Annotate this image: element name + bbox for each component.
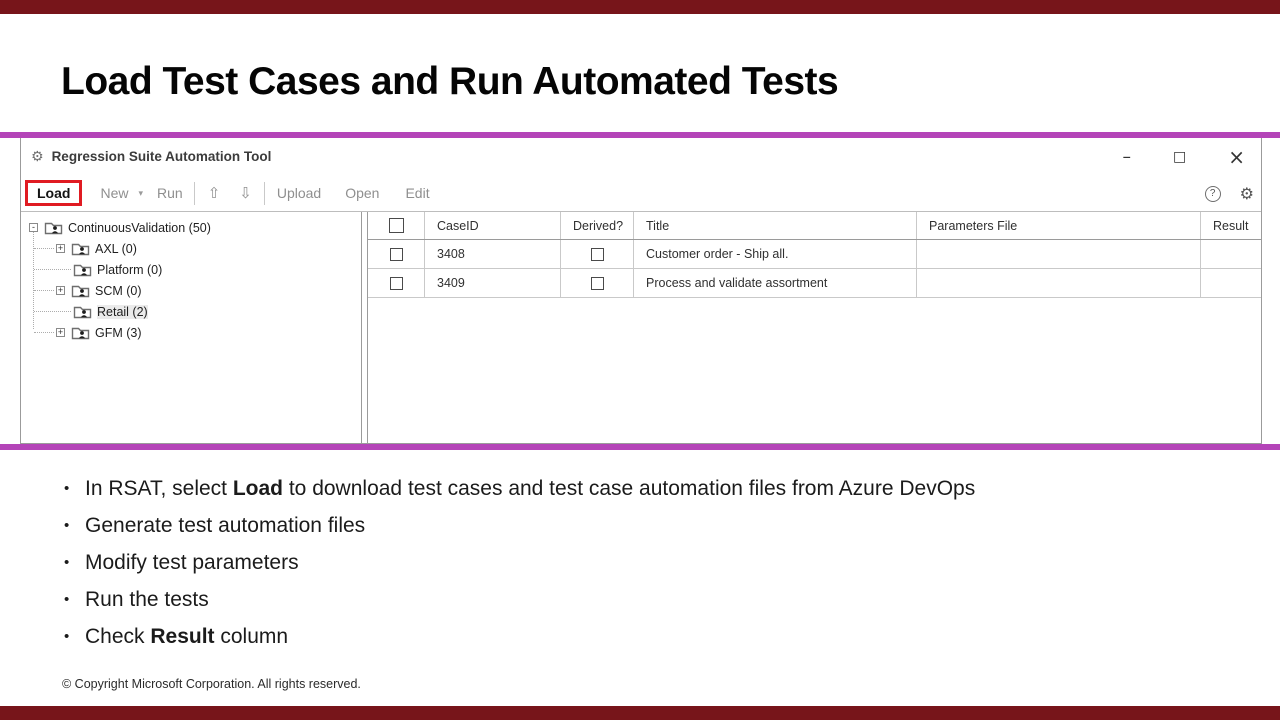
load-button[interactable]: Load — [37, 185, 71, 201]
top-accent-bar — [0, 0, 1280, 14]
minimize-button[interactable]: – — [1122, 146, 1132, 167]
bottom-accent-bar — [0, 706, 1280, 720]
grid-rows: 3408 Customer order - Ship all. 3409 Proces… — [368, 240, 1261, 298]
column-header[interactable]: CaseID — [425, 212, 561, 239]
result-cell — [1201, 269, 1261, 297]
bullet-item: Modify test parameters — [62, 551, 975, 588]
test-suite-folder-icon — [73, 306, 92, 319]
result-cell — [1201, 240, 1261, 268]
run-button[interactable]: Run — [157, 185, 183, 201]
parameters-file-cell — [917, 240, 1201, 268]
maximize-button[interactable]: □ — [1173, 148, 1187, 165]
new-button[interactable]: New — [100, 185, 129, 201]
window-title: Regression Suite Automation Tool — [51, 149, 272, 164]
toolbar: Load New ▾ Run ⇧ ⇩ Upload Open Edit ? ⚙ — [21, 175, 1261, 212]
checkbox-cell — [561, 269, 634, 297]
tree-item-label: GFM (3) — [95, 325, 142, 340]
page-title: Load Test Cases and Run Automated Tests — [61, 60, 839, 103]
tree-item-label: ContinuousValidation (50) — [68, 220, 211, 235]
upload-button[interactable]: Upload — [276, 185, 322, 201]
column-header[interactable]: Result — [1213, 218, 1249, 233]
row-select-checkbox[interactable] — [389, 276, 403, 290]
tree-item[interactable]: + SCM (0) — [21, 280, 361, 301]
settings-gear-icon[interactable]: ⚙ — [1239, 184, 1254, 203]
rsat-screenshot: ⚙ Regression Suite Automation Tool – □ ×… — [0, 132, 1280, 450]
help-icon[interactable]: ? — [1204, 185, 1221, 202]
test-suite-folder-icon — [71, 327, 90, 340]
tree-connector-line — [33, 229, 34, 329]
caseid-cell: 3408 — [425, 240, 561, 268]
move-up-button[interactable]: ⇧ — [207, 184, 221, 202]
suite-tree-panel: -ContinuousValidation (50)+AXL (0)Platfo… — [21, 212, 362, 443]
tree-item[interactable]: Retail (2) — [21, 301, 361, 322]
tree-item[interactable]: - ContinuousValidation (50) — [21, 217, 361, 238]
table-row[interactable]: 3408 Customer order - Ship all. — [368, 240, 1261, 269]
screenshot-top-border — [0, 132, 1280, 138]
bullet-list: In RSAT, select Load to download test ca… — [62, 477, 975, 662]
tree-item-label: AXL (0) — [95, 241, 137, 256]
move-down-button[interactable]: ⇩ — [239, 184, 252, 202]
tree-item-label: SCM (0) — [95, 283, 142, 298]
bullet-text: In RSAT, select — [85, 477, 233, 500]
tree-item[interactable]: Platform (0) — [21, 259, 361, 280]
bullet-text: Generate test automation files — [85, 514, 366, 537]
title-cell: Customer order - Ship all. — [634, 240, 917, 268]
bullet-text-bold: Result — [150, 625, 215, 648]
column-header[interactable]: Derived? — [561, 212, 634, 239]
parameters-file-cell — [917, 269, 1201, 297]
checkbox-cell — [368, 269, 425, 297]
bullet-item: Generate test automation files — [62, 514, 975, 551]
bullet-item: Run the tests — [62, 588, 975, 625]
toolbar-separator — [193, 181, 195, 205]
collapse-expander-icon[interactable]: - — [29, 223, 38, 232]
expand-expander-icon[interactable]: + — [56, 285, 65, 295]
derived-checkbox[interactable] — [590, 247, 604, 261]
screenshot-bottom-border — [0, 444, 1280, 450]
column-header[interactable]: Title — [634, 212, 917, 239]
column-header[interactable]: Parameters File — [917, 212, 1201, 239]
row-select-checkbox[interactable] — [389, 247, 403, 261]
select-all-checkbox[interactable] — [388, 218, 404, 233]
test-suite-folder-icon — [73, 264, 92, 277]
copyright-footer: © Copyright Microsoft Corporation. All r… — [62, 677, 361, 691]
tree-item-label: Retail (2) — [97, 304, 148, 319]
new-dropdown-caret-icon[interactable]: ▾ — [138, 187, 143, 198]
app-gear-icon: ⚙ — [31, 148, 44, 165]
rsat-window: ⚙ Regression Suite Automation Tool – □ ×… — [20, 138, 1262, 444]
open-button[interactable]: Open — [345, 185, 380, 201]
checkbox-cell — [368, 240, 425, 268]
titlebar: ⚙ Regression Suite Automation Tool – □ × — [21, 138, 1261, 175]
checkbox-cell — [561, 240, 634, 268]
test-suite-folder-icon — [71, 243, 90, 256]
expand-expander-icon[interactable]: + — [56, 243, 65, 253]
bullet-text: Modify test parameters — [85, 551, 299, 574]
select-all-header-cell — [368, 212, 425, 239]
tree-item-label: Platform (0) — [97, 262, 163, 277]
title-cell: Process and validate assortment — [634, 269, 917, 297]
edit-button[interactable]: Edit — [405, 185, 430, 201]
bullet-text: column — [214, 625, 289, 648]
test-suite-folder-icon — [71, 285, 90, 298]
load-highlight-box: Load — [25, 180, 83, 206]
bullet-text: Run the tests — [85, 588, 209, 611]
bullet-text: Check — [85, 625, 151, 648]
close-button[interactable]: × — [1228, 144, 1245, 169]
caseid-cell: 3409 — [425, 269, 561, 297]
bullet-item: Check Result column — [62, 625, 975, 662]
expand-expander-icon[interactable]: + — [56, 327, 65, 337]
bullet-text-bold: Load — [232, 477, 284, 500]
tree-item[interactable]: + GFM (3) — [21, 322, 361, 343]
bullet-item: In RSAT, select Load to download test ca… — [62, 477, 975, 514]
toolbar-separator — [263, 181, 265, 205]
window-controls: – □ × — [1123, 138, 1246, 175]
tree-item[interactable]: + AXL (0) — [21, 238, 361, 259]
window-body: -ContinuousValidation (50)+AXL (0)Platfo… — [21, 212, 1261, 443]
table-row[interactable]: 3409 Process and validate assortment — [368, 269, 1261, 298]
derived-checkbox[interactable] — [590, 276, 604, 290]
test-suite-folder-icon — [44, 222, 63, 235]
bullet-text: to download test cases and test case aut… — [283, 477, 976, 500]
